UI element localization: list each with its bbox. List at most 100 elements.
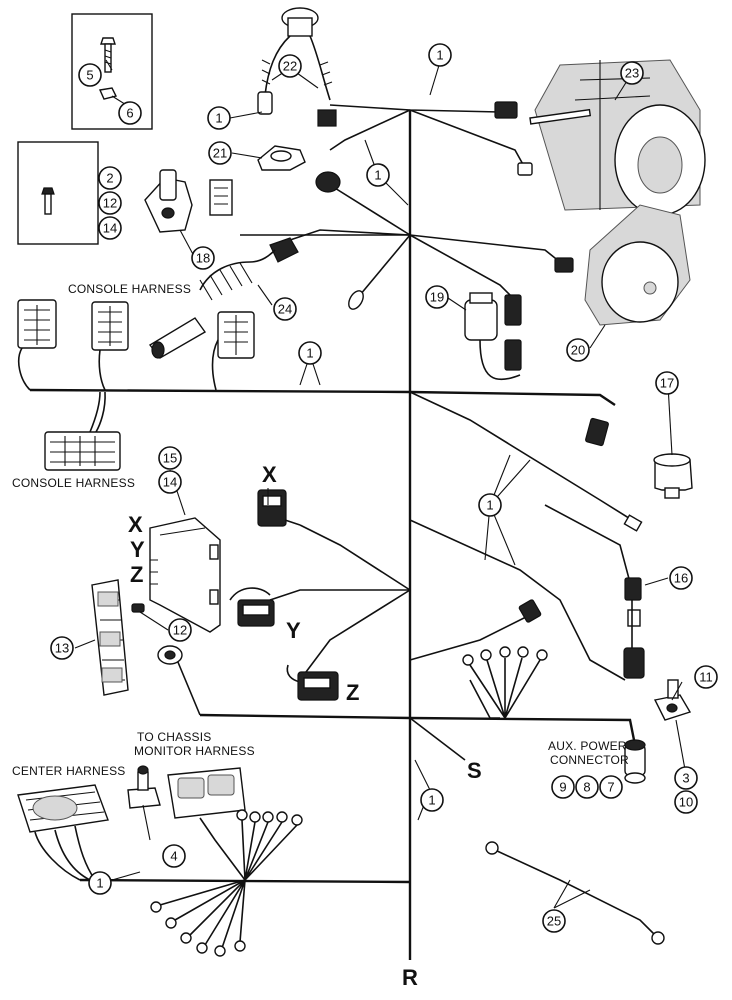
ring-fan-wire-a [469, 679, 500, 719]
callout-9: 9 [551, 775, 575, 799]
letter-z-module: Z [130, 562, 143, 587]
lighter-17 [585, 417, 693, 499]
bulb [348, 290, 364, 310]
callout-1-console: 1 [298, 341, 322, 365]
mid-right-connector [518, 599, 542, 623]
svg-text:1: 1 [486, 498, 493, 513]
upper-plug [209, 171, 341, 216]
svg-text:3: 3 [682, 771, 689, 786]
screw-12 [131, 603, 145, 613]
svg-text:23: 23 [625, 66, 639, 81]
callout-19: 19 [425, 285, 449, 309]
console-harness-wire [29, 388, 616, 406]
right-diag-wire-2 [409, 519, 626, 681]
svg-text:17: 17 [660, 376, 674, 391]
callout-3: 3 [674, 766, 698, 790]
upper-junction-wire [240, 234, 561, 263]
svg-text:11: 11 [699, 670, 713, 685]
top-right-connector [494, 101, 533, 176]
svg-text:8: 8 [583, 780, 590, 795]
callout-25: 25 [542, 909, 566, 933]
svg-text:1: 1 [96, 876, 103, 891]
mid-right-branch-wire [409, 614, 531, 661]
callout-5: 5 [78, 63, 102, 87]
right-diag-wire-1 [409, 391, 641, 526]
s-branch-wire [409, 717, 466, 761]
console-harness-label-bottom: CONSOLE HARNESS [12, 476, 135, 490]
sensor-22 [257, 7, 337, 127]
svg-text:20: 20 [571, 343, 585, 358]
svg-text:4: 4 [170, 849, 177, 864]
callout-4: 4 [162, 844, 186, 868]
letter-r: R [402, 965, 418, 990]
ring-terminals-center [462, 646, 548, 719]
callout-1-lower-left: 1 [88, 871, 112, 895]
lower-left-plug [157, 645, 183, 665]
svg-text:12: 12 [103, 196, 117, 211]
fuse-16 [544, 504, 645, 679]
letter-z-connector: Z [346, 680, 359, 705]
lower-horizontal-wire [199, 713, 637, 746]
sender-4 [127, 765, 161, 809]
module-xyz [149, 517, 221, 633]
lower-left-plug-wire [174, 654, 201, 716]
coil-branch-wire [289, 229, 411, 241]
callout-10: 10 [674, 790, 698, 814]
svg-text:5: 5 [86, 68, 93, 83]
harness-trunk [29, 104, 641, 960]
callout-6: 6 [118, 101, 142, 125]
svg-text:2: 2 [106, 171, 113, 186]
aux-power-connector [624, 739, 646, 784]
connector-z [286, 664, 339, 701]
svg-text:1: 1 [374, 168, 381, 183]
svg-text:16: 16 [674, 571, 688, 586]
callout-21: 21 [208, 141, 232, 165]
sensor-19 [464, 292, 522, 381]
center-harness-label: CENTER HARNESS [12, 764, 125, 778]
center-harness-connector [17, 784, 109, 881]
callout-12-inset: 12 [98, 191, 122, 215]
svg-text:1: 1 [428, 793, 435, 808]
svg-text:25: 25 [547, 914, 561, 929]
callout-16: 16 [669, 566, 693, 590]
svg-text:21: 21 [213, 146, 227, 161]
callout-15: 15 [158, 446, 182, 470]
connector-x [257, 489, 301, 527]
callout-14: 14 [158, 470, 182, 494]
letter-x-module: X [128, 512, 143, 537]
inset-panel-screw [17, 141, 99, 245]
svg-text:13: 13 [55, 641, 69, 656]
callout-23: 23 [620, 61, 644, 85]
aux-power-label: AUX. POWER [548, 739, 627, 753]
callout-2: 2 [98, 166, 122, 190]
monitor-harness-label: MONITOR HARNESS [134, 744, 255, 758]
svg-text:10: 10 [679, 795, 693, 810]
callout-1-left: 1 [207, 106, 231, 130]
callout-12: 12 [168, 618, 192, 642]
svg-text:9: 9 [559, 780, 566, 795]
callout-1-top: 1 [428, 43, 452, 67]
to-chassis-label: TO CHASSIS [137, 730, 211, 744]
svg-text:1: 1 [436, 48, 443, 63]
svg-text:1: 1 [306, 346, 313, 361]
callout-17: 17 [655, 371, 679, 395]
svg-text:14: 14 [163, 475, 177, 490]
callout-14-inset: 14 [98, 216, 122, 240]
blower-23 [529, 59, 706, 216]
upper-lamp-wire [359, 234, 411, 296]
callout-24: 24 [273, 297, 297, 321]
sender-11 [653, 679, 692, 721]
connector-label: CONNECTOR [550, 753, 629, 767]
svg-text:7: 7 [607, 780, 614, 795]
callout-11: 11 [694, 665, 718, 689]
motor-20 [554, 204, 691, 326]
svg-text:24: 24 [278, 302, 292, 317]
upper-plug-wire [329, 184, 411, 236]
svg-text:14: 14 [103, 221, 117, 236]
letter-y-connector: Y [286, 618, 301, 643]
letter-y-module: Y [130, 537, 145, 562]
svg-text:1: 1 [215, 111, 222, 126]
callout-20: 20 [566, 338, 590, 362]
